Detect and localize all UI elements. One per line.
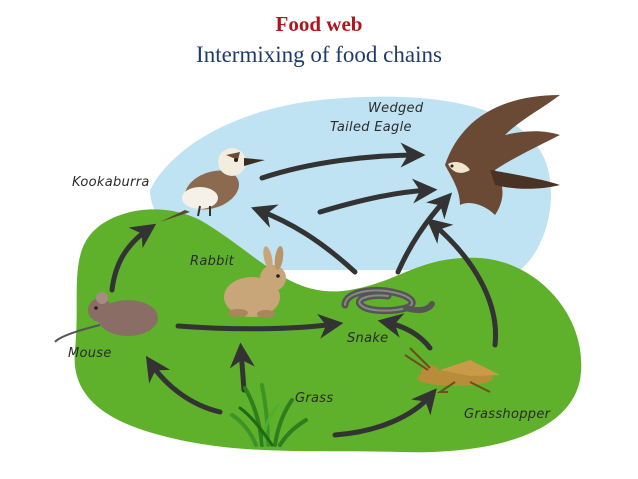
grasshopper-icon [404,347,500,393]
arrow-snake-to-kookaburra [250,204,358,275]
snake-label: Snake [347,331,388,346]
diagram-subtitle: Intermixing of food chains [196,42,442,67]
eagle-label-line2: Tailed Eagle [330,120,412,135]
arrow-grasshopper-to-eagle [426,218,499,348]
arrow-rabbit-to-eagle [317,178,438,215]
arrow-grass-to-mouse [145,355,223,415]
arrow-grass-to-grasshopper [332,388,437,438]
arrow-mouse-to-snake [175,313,344,339]
rabbit-label: Rabbit [190,254,235,269]
arrow-grasshopper-to-snake [377,313,433,351]
arrow-grass-to-rabbit [229,342,255,393]
grasshopper-label: Grasshopper [464,407,552,422]
arrow-kookaburra-to-eagle [259,142,426,181]
kookaburra-icon [160,148,265,222]
diagram-title: Food web [275,12,363,36]
eagle-label-line1: Wedged [368,101,424,116]
feeding-arrows [109,142,499,438]
snake-icon [341,287,435,315]
arrow-snake-to-eagle [395,192,453,275]
mouse-label: Mouse [68,346,112,361]
arrow-mouse-to-kookaburra [109,223,157,293]
mouse-icon [54,292,158,343]
grass-icon [230,383,308,447]
rabbit-icon [224,246,286,318]
eagle-icon [445,95,560,215]
kookaburra-label: Kookaburra [72,175,150,190]
grass-label: Grass [295,391,333,406]
